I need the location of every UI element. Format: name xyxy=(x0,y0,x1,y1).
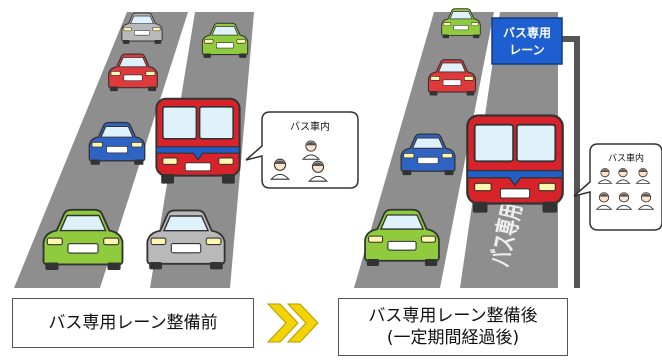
before-caption: バス専用レーン整備前 xyxy=(12,298,254,348)
before-bubble-label: バス車内 xyxy=(290,120,330,133)
bus-icon xyxy=(155,97,241,185)
after-bus-interior-bubble: バス車内 xyxy=(573,143,662,231)
sign-line1: バス専用 xyxy=(503,25,551,40)
before-caption-text: バス専用レーン整備前 xyxy=(48,313,218,333)
after-caption: バス専用レーン整備後 (一定期間経過後) xyxy=(338,298,568,356)
chevrons-icon xyxy=(266,303,319,343)
after-scene: バス専用 レーン バス専用 バス車内 xyxy=(354,8,662,288)
after-caption-line1: バス専用レーン整備後 xyxy=(368,306,538,326)
after-bubble-label: バス車内 xyxy=(608,152,644,164)
before-scene: バス車内 xyxy=(14,12,359,288)
before-bus-interior-bubble: バス車内 xyxy=(245,111,359,189)
sign-line2: レーン xyxy=(509,43,544,57)
bus-lane-sign: バス専用 レーン xyxy=(491,17,580,288)
bus-icon xyxy=(466,114,564,214)
after-caption-line2: (一定期間経過後) xyxy=(386,328,520,348)
